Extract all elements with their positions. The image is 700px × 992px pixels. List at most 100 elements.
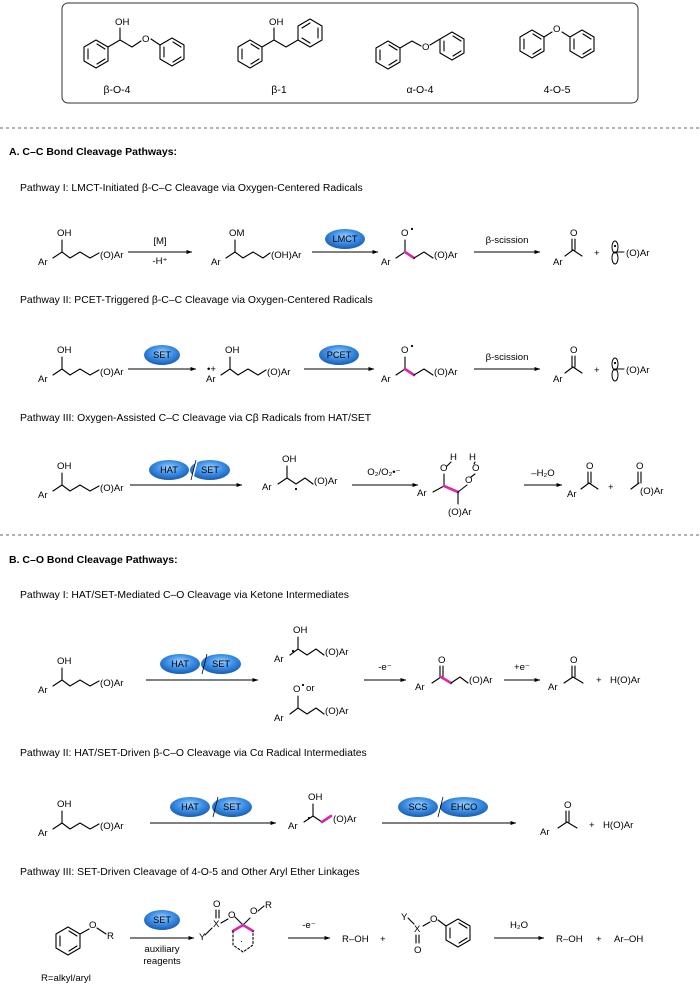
svg-text:R=alkyl/aryl: R=alkyl/aryl xyxy=(41,973,91,984)
svg-text:(O)Ar: (O)Ar xyxy=(434,250,458,261)
svg-text:Ar: Ar xyxy=(274,713,284,724)
svg-text:O: O xyxy=(465,475,472,486)
svg-text:+: + xyxy=(594,365,600,376)
svg-text:OH: OH xyxy=(57,345,71,356)
svg-text:β-scission: β-scission xyxy=(486,352,529,363)
svg-text:[M]: [M] xyxy=(153,236,166,247)
svg-text:(O)Ar: (O)Ar xyxy=(325,706,349,717)
pathway-a2-title: Pathway II: PCET-Triggered β-C–C Cleavag… xyxy=(20,295,373,306)
svg-text:O: O xyxy=(430,914,437,925)
svg-text:(OH)Ar: (OH)Ar xyxy=(271,250,302,261)
svg-text:(O)Ar: (O)Ar xyxy=(100,678,124,689)
svg-text:(O)Ar: (O)Ar xyxy=(100,483,124,494)
section-b-title: B. C–O Bond Cleavage Pathways: xyxy=(9,554,178,566)
svg-text:O: O xyxy=(293,684,300,695)
svg-text:reagents: reagents xyxy=(143,956,181,967)
4-o-5-structure: O xyxy=(519,24,595,59)
svg-text:Ar: Ar xyxy=(38,374,48,385)
svg-text:+: + xyxy=(380,934,386,945)
svg-text:+: + xyxy=(596,675,602,686)
svg-text:-H⁺: -H⁺ xyxy=(152,256,167,267)
svg-text:O: O xyxy=(213,899,220,910)
svg-text:Ar: Ar xyxy=(567,489,577,500)
svg-text:SET: SET xyxy=(153,350,171,360)
svg-text:SET: SET xyxy=(153,915,171,925)
svg-text:O: O xyxy=(570,228,577,239)
svg-text:H(O)Ar: H(O)Ar xyxy=(610,675,641,686)
svg-text:H: H xyxy=(450,452,457,463)
4-o-5-o: O xyxy=(553,24,560,35)
svg-text:SET: SET xyxy=(223,802,241,812)
svg-text:Ar: Ar xyxy=(211,257,221,268)
svg-text:OH: OH xyxy=(293,625,307,636)
svg-text:+: + xyxy=(608,482,614,493)
pathway-b3-title: Pathway III: SET-Driven Cleavage of 4-O-… xyxy=(20,867,360,878)
linkage-types-box: OH O β-O-4 OH β-1 O α-O-4 xyxy=(61,2,639,104)
svg-text:H₂O: H₂O xyxy=(510,920,528,931)
svg-text:+: + xyxy=(589,820,595,831)
svg-text:Ar: Ar xyxy=(38,828,48,839)
svg-text:OH: OH xyxy=(282,454,296,465)
svg-text:OH: OH xyxy=(57,461,71,472)
pathway-a2: OH Ar (O)Ar SET •+ OH Ar (O)Ar PCET O Ar… xyxy=(38,344,650,385)
beta-1-structure: OH xyxy=(237,17,323,69)
svg-text:O: O xyxy=(636,461,643,472)
svg-text:Ar: Ar xyxy=(381,257,391,268)
svg-text:(O)Ar: (O)Ar xyxy=(626,365,650,376)
svg-text:(O)Ar: (O)Ar xyxy=(626,248,650,259)
svg-text:(O)Ar: (O)Ar xyxy=(100,367,124,378)
svg-text:OH: OH xyxy=(308,792,322,803)
svg-text:O: O xyxy=(440,463,447,474)
svg-text:or: or xyxy=(306,683,315,694)
svg-text:(O)Ar: (O)Ar xyxy=(333,814,357,825)
svg-text:•+: •+ xyxy=(207,364,216,375)
svg-text:Ar–OH: Ar–OH xyxy=(614,934,643,945)
svg-text:+: + xyxy=(594,248,600,259)
svg-text:Ar: Ar xyxy=(38,257,48,268)
pathway-a1: OH Ar (O)Ar [M] -H⁺ OM Ar (OH)Ar LMCT O … xyxy=(38,227,650,268)
pathway-b3: O R R=alkyl/aryl SET auxiliary reagents … xyxy=(41,899,643,984)
svg-text:Ar: Ar xyxy=(274,654,284,665)
svg-text:PCET: PCET xyxy=(327,350,352,360)
svg-text:-e⁻: -e⁻ xyxy=(378,662,392,673)
pathway-b2: OH Ar (O)Ar HAT SET OH Ar (O)Ar SCS EHCO… xyxy=(38,792,634,839)
svg-text:·: · xyxy=(240,936,243,947)
svg-text:+e⁻: +e⁻ xyxy=(514,662,530,673)
svg-text:(O)Ar: (O)Ar xyxy=(448,507,472,518)
pathway-b2-title: Pathway II: HAT/SET-Driven β-C–O Cleavag… xyxy=(20,748,367,759)
pathway-b1-title: Pathway I: HAT/SET-Mediated C–O Cleavage… xyxy=(20,590,349,601)
svg-text:(O)Ar: (O)Ar xyxy=(325,647,349,658)
svg-text:X: X xyxy=(213,919,220,930)
svg-text:(O)Ar: (O)Ar xyxy=(469,675,493,686)
svg-text:Ar: Ar xyxy=(548,682,558,693)
svg-text:SET: SET xyxy=(212,659,230,669)
beta-1-label: β-1 xyxy=(271,84,287,96)
svg-text:O: O xyxy=(89,920,96,931)
section-a-title: A. C–C Bond Cleavage Pathways: xyxy=(9,146,177,158)
svg-text:LMCT: LMCT xyxy=(332,234,357,244)
beta-o-4-label: β-O-4 xyxy=(103,84,130,96)
alpha-o-4-label: α-O-4 xyxy=(406,84,433,96)
svg-text:R–OH: R–OH xyxy=(556,934,583,945)
svg-text:OH: OH xyxy=(57,228,71,239)
svg-text:X: X xyxy=(414,924,421,935)
alpha-o-4-o: O xyxy=(422,42,429,53)
svg-text:EHCO: EHCO xyxy=(451,802,478,812)
svg-text:O₂/O₂•⁻: O₂/O₂•⁻ xyxy=(367,467,400,478)
svg-text:O: O xyxy=(438,655,445,666)
svg-text:O: O xyxy=(570,655,577,666)
svg-text:Ar: Ar xyxy=(381,374,391,385)
svg-text:SCS: SCS xyxy=(409,802,428,812)
svg-text:Y: Y xyxy=(401,912,408,923)
svg-text:R: R xyxy=(107,931,114,942)
pathway-b1: OH Ar (O)Ar HAT SET OH Ar (O)Ar or O Ar … xyxy=(38,625,641,724)
pathway-a3-title: Pathway III: Oxygen-Assisted C–C Cleavag… xyxy=(20,413,372,424)
svg-text:O: O xyxy=(228,910,235,921)
svg-text:–H₂O: –H₂O xyxy=(531,468,554,479)
svg-text:Ar: Ar xyxy=(417,488,427,499)
alpha-o-4-structure: O xyxy=(375,31,465,70)
svg-text:O: O xyxy=(586,461,593,472)
svg-text:+: + xyxy=(596,934,602,945)
svg-text:O: O xyxy=(401,228,408,239)
